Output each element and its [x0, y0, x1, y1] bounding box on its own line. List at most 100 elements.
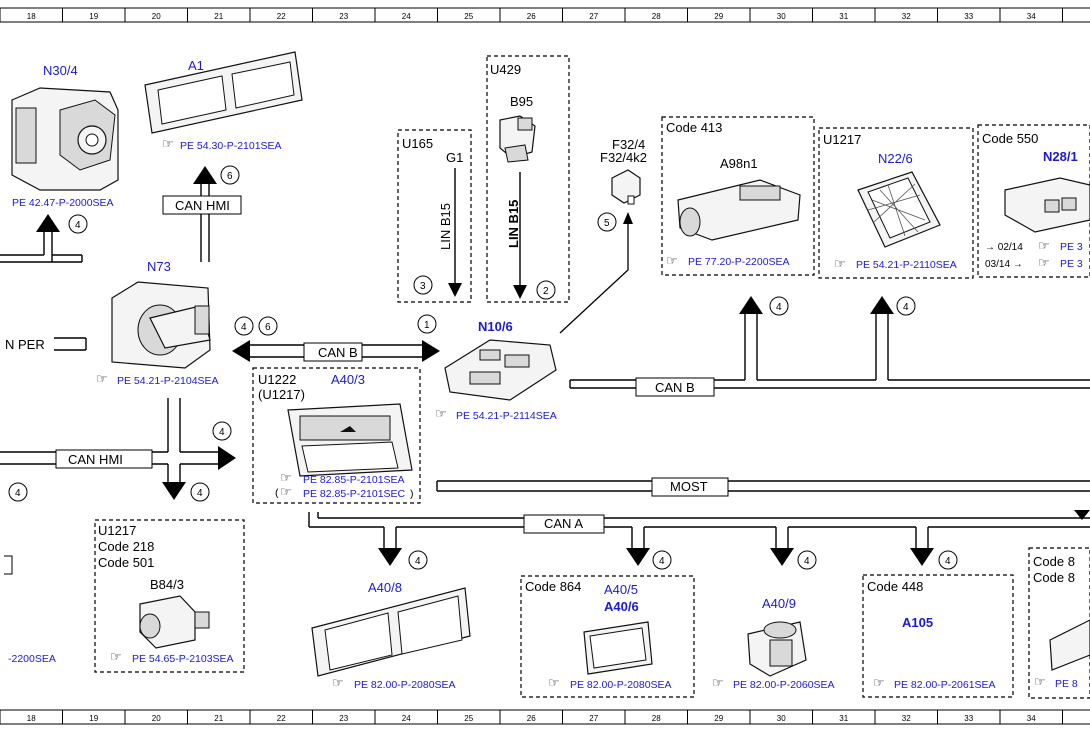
a40-3-unit-icon — [287, 403, 413, 477]
svg-text:2: 2 — [543, 286, 549, 297]
component-n73[interactable]: N73 ☞ PE 54.21-P-2104SEA — [96, 259, 219, 387]
svg-text:☞: ☞ — [834, 256, 846, 271]
ruler-column-number: 30 — [777, 12, 786, 21]
n28-1-label: N28/1 — [1043, 149, 1078, 164]
box-u165[interactable]: U165 G1 LIN B15 3 — [397, 129, 472, 303]
bus-can-hmi-top: CAN HMI — [162, 166, 242, 262]
can-per-label: N PER — [5, 337, 45, 352]
a40-3-ref1[interactable]: PE 82.85-P-2101SEA — [303, 474, 405, 486]
can-hmi-top-label: CAN HMI — [175, 198, 230, 213]
n22-6-ref[interactable]: PE 54.21-P-2110SEA — [856, 259, 957, 271]
n30-4-ref[interactable]: PE 42.47-P-2000SEA — [12, 197, 114, 209]
a40-6-label: A40/6 — [604, 599, 639, 614]
ruler-column-number: 25 — [464, 12, 473, 21]
component-a1[interactable]: A1 ☞ PE 54.30-P-2101SEA — [144, 51, 303, 152]
n10-6-module-icon — [444, 339, 557, 401]
ruler-column-number: 29 — [714, 12, 723, 21]
code-218-label: Code 218 — [98, 539, 154, 554]
u1217-b84-label: U1217 — [98, 523, 136, 538]
a1-ref[interactable]: PE 54.30-P-2101SEA — [180, 140, 282, 152]
ruler-column-number: 19 — [89, 714, 98, 723]
box-code-413[interactable]: Code 413 A98n1 ☞ PE 77.20-P-2200SEA — [661, 116, 815, 276]
svg-text:☞: ☞ — [873, 675, 885, 690]
box-code-448[interactable]: Code 448 A105 ☞ PE 82.00-P-2061SEA — [862, 574, 1014, 698]
a40-3-label: A40/3 — [331, 372, 365, 387]
b84-3-ref[interactable]: PE 54.65-P-2103SEA — [132, 653, 234, 665]
f32-label-2: F32/4k2 — [600, 150, 647, 165]
can-a-label: CAN A — [544, 516, 583, 531]
code-501-label: Code 501 — [98, 555, 154, 570]
left-edge-fragment: -2200SEA — [4, 555, 56, 665]
n73-ignition-switch-icon — [111, 281, 211, 369]
ruler-column-number: 31 — [839, 714, 848, 723]
svg-text:6: 6 — [265, 322, 271, 333]
u1217-alt-label: (U1217) — [258, 387, 305, 402]
box-u429[interactable]: U429 B95 LIN B15 2 — [486, 55, 570, 303]
box-u1222-a40-3[interactable]: U1222 (U1217) A40/3 ☞ PE 82.85-P-2101SEA… — [252, 367, 421, 504]
svg-text:☞: ☞ — [332, 675, 344, 690]
component-f32[interactable]: F32/4 F32/4k2 5 — [559, 137, 647, 334]
code-413-ref[interactable]: PE 77.20-P-2200SEA — [688, 256, 790, 268]
box-code-81x[interactable]: Code 8 Code 8 ☞ PE 8 — [1028, 547, 1090, 699]
a1-panel-icon — [144, 51, 303, 134]
n28-1-ref2[interactable]: PE 3 — [1060, 258, 1083, 270]
svg-text:☞: ☞ — [110, 649, 122, 664]
box-code-550[interactable]: Code 550 N28/1 → 02/14 03/14 → ☞ PE 3 ☞ … — [977, 124, 1090, 278]
svg-text:☞: ☞ — [280, 484, 292, 499]
a40-5-display-icon — [583, 621, 653, 675]
svg-text:☞: ☞ — [435, 406, 447, 421]
component-n30-4[interactable]: N30/4 PE 42.47-P-2000SEA — [11, 63, 119, 209]
box-u1217-b84-3[interactable]: U1217 Code 218 Code 501 B84/3 ☞ PE 54.65… — [94, 519, 245, 673]
code-550-line2: 03/14 → — [985, 259, 1023, 270]
box-code-864[interactable]: Code 864 A40/5 A40/6 ☞ PE 82.00-P-2080SE… — [520, 575, 695, 698]
u429-lin-label: LIN B15 — [506, 200, 521, 248]
svg-text:(: ( — [275, 487, 279, 499]
svg-text:☞: ☞ — [548, 675, 560, 690]
ruler-column-number: 30 — [777, 714, 786, 723]
ruler-column-number: 20 — [152, 714, 161, 723]
ruler-column-number: 23 — [339, 12, 348, 21]
ruler-column-number: 31 — [839, 12, 848, 21]
b84-3-label: B84/3 — [150, 577, 184, 592]
n73-label: N73 — [147, 259, 171, 274]
f32-label-1: F32/4 — [612, 137, 645, 152]
a40-3-ref2[interactable]: PE 82.85-P-2101SEC — [303, 488, 406, 500]
bus-can-a: CAN A 4 4 4 4 — [308, 510, 1090, 570]
ruler-column-number: 18 — [27, 714, 36, 723]
component-a40-8[interactable]: A40/8 ☞ PE 82.00-P-2080SEA — [311, 580, 471, 691]
svg-text:4: 4 — [903, 302, 909, 313]
ruler-bottom — [0, 709, 1090, 725]
ruler-column-number: 27 — [589, 12, 598, 21]
ruler-column-number: 34 — [1027, 12, 1036, 21]
code-550-label: Code 550 — [982, 131, 1038, 146]
ruler-column-number: 33 — [964, 714, 973, 723]
u1222-label: U1222 — [258, 372, 296, 387]
n73-ref[interactable]: PE 54.21-P-2104SEA — [117, 375, 219, 387]
component-n10-6[interactable]: N10/6 ☞ PE 54.21-P-2114SEA — [435, 319, 557, 422]
can-hmi-left-label: CAN HMI — [68, 452, 123, 467]
ruler-column-number: 33 — [964, 12, 973, 21]
box-u1217-n22-6[interactable]: U1217 N22/6 ☞ PE 54.21-P-2110SEA — [818, 127, 974, 279]
bus-can-hmi-left: CAN HMI 4 4 4 — [0, 398, 236, 502]
ruler-column-number: 20 — [152, 12, 161, 21]
bus-most: MOST — [436, 477, 1090, 497]
svg-text:4: 4 — [197, 488, 203, 499]
n10-6-ref[interactable]: PE 54.21-P-2114SEA — [456, 410, 557, 422]
n28-1-ref1[interactable]: PE 3 — [1060, 241, 1083, 253]
svg-text:4: 4 — [945, 556, 951, 567]
a105-ref[interactable]: PE 82.00-P-2061SEA — [894, 679, 996, 691]
most-label: MOST — [670, 479, 708, 494]
svg-text:5: 5 — [604, 218, 610, 229]
svg-text:4: 4 — [219, 427, 225, 438]
component-a40-9[interactable]: A40/9 ☞ PE 82.00-P-2060SEA — [712, 596, 835, 691]
code-81x-module-icon — [1049, 619, 1090, 671]
a40-9-ref[interactable]: PE 82.00-P-2060SEA — [733, 679, 835, 691]
left-edge-ref[interactable]: -2200SEA — [8, 653, 56, 665]
svg-text:4: 4 — [804, 556, 810, 567]
code-81x-ref[interactable]: PE 8 — [1055, 678, 1078, 690]
svg-text:4: 4 — [415, 556, 421, 567]
svg-text:☞: ☞ — [1038, 238, 1050, 253]
code-864-ref[interactable]: PE 82.00-P-2080SEA — [570, 679, 672, 691]
a40-8-ref[interactable]: PE 82.00-P-2080SEA — [354, 679, 456, 691]
ruler-column-number: 24 — [402, 12, 411, 21]
